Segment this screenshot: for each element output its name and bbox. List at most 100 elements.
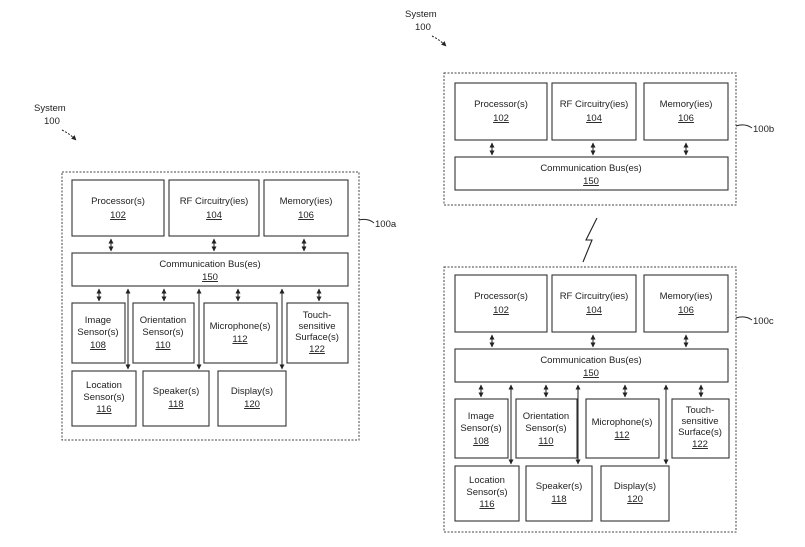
svg-text:120: 120 (627, 494, 643, 505)
svg-text:Surface(s): Surface(s) (678, 427, 722, 438)
svg-text:118: 118 (551, 494, 566, 505)
svg-text:RF Circuitry(ies): RF Circuitry(ies) (560, 291, 629, 302)
svg-text:Processor(s): Processor(s) (91, 196, 145, 207)
svg-text:104: 104 (206, 210, 222, 221)
svg-text:104: 104 (586, 113, 602, 124)
svg-text:102: 102 (493, 305, 509, 316)
svg-text:Speaker(s): Speaker(s) (536, 481, 582, 492)
svg-text:Processor(s): Processor(s) (474, 291, 528, 302)
svg-text:150: 150 (202, 272, 218, 283)
image-sensor-box: Image Sensor(s) 108 (71, 302, 126, 364)
communication-bus-box: Communication Bus(es) 150 (71, 252, 349, 287)
processor-box: Processor(s) 102 (454, 274, 548, 333)
image-sensor-box: Image Sensor(s) 108 (454, 398, 509, 459)
system-100b: 100b Processor(s) 102 RF Circuitry(ies) … (443, 72, 774, 206)
svg-text:Orientation: Orientation (523, 411, 569, 422)
svg-text:120: 120 (244, 399, 260, 410)
location-sensor-box: Location Sensor(s) 116 (71, 370, 137, 427)
svg-text:Image: Image (468, 411, 494, 422)
svg-text:106: 106 (678, 305, 694, 316)
system-100c-boundary (443, 266, 737, 533)
svg-text:Display(s): Display(s) (614, 481, 656, 492)
svg-text:sensitive: sensitive (682, 416, 719, 427)
svg-text:Orientation: Orientation (140, 315, 186, 326)
system-100c: 100c Processor(s) 102 RF Circuitry(ies) … (443, 266, 774, 533)
svg-text:Speaker(s): Speaker(s) (153, 386, 199, 397)
svg-text:Surface(s): Surface(s) (295, 332, 339, 343)
svg-text:110: 110 (538, 436, 553, 447)
svg-text:118: 118 (168, 399, 183, 410)
svg-text:Sensor(s): Sensor(s) (142, 327, 183, 338)
svg-text:Sensor(s): Sensor(s) (77, 327, 118, 338)
memory-box: Memory(ies) 106 (263, 179, 349, 237)
svg-text:Microphone(s): Microphone(s) (592, 417, 653, 428)
svg-text:Touch-: Touch- (686, 405, 715, 416)
system-100c-leader (735, 316, 753, 321)
svg-text:Processor(s): Processor(s) (474, 99, 528, 110)
svg-text:Sensor(s): Sensor(s) (83, 392, 124, 403)
processor-box: Processor(s) 102 (71, 179, 165, 237)
svg-text:106: 106 (298, 210, 314, 221)
svg-text:RF Circuitry(ies): RF Circuitry(ies) (560, 99, 629, 110)
system-100c-ref: 100c (753, 316, 774, 327)
svg-text:Memory(ies): Memory(ies) (660, 99, 713, 110)
svg-text:102: 102 (493, 113, 509, 124)
location-sensor-box: Location Sensor(s) 116 (454, 465, 520, 522)
microphone-box: Microphone(s) 112 (585, 398, 660, 459)
svg-text:108: 108 (473, 436, 489, 447)
touch-surface-box: Touch- sensitive Surface(s) 122 (286, 302, 349, 364)
communication-bus-box: Communication Bus(es) 150 (454, 156, 729, 191)
svg-text:100: 100 (415, 22, 431, 33)
system-100b-boundary (443, 72, 737, 206)
svg-text:112: 112 (614, 430, 629, 441)
svg-text:Image: Image (85, 315, 111, 326)
left-system-label: System 100 (34, 103, 77, 141)
top-system-label: System 100 (405, 9, 447, 47)
display-box: Display(s) 120 (217, 370, 287, 427)
svg-text:sensitive: sensitive (299, 321, 336, 332)
orientation-sensor-box: Orientation Sensor(s) 110 (515, 398, 578, 459)
system-100a-leader (358, 218, 375, 224)
memory-box: Memory(ies) 106 (643, 82, 729, 141)
orientation-sensor-box: Orientation Sensor(s) 110 (132, 302, 195, 364)
svg-text:112: 112 (232, 334, 247, 345)
microphone-box: Microphone(s) 112 (203, 302, 278, 364)
svg-text:122: 122 (309, 344, 325, 355)
system-100a: 100a Processor(s) 102 RF Circuitry(ies) … (61, 171, 397, 441)
speaker-box: Speaker(s) 118 (142, 370, 210, 427)
svg-text:Communication Bus(es): Communication Bus(es) (540, 163, 641, 174)
svg-text:Display(s): Display(s) (231, 386, 273, 397)
rf-circuitry-box: RF Circuitry(ies) 104 (168, 179, 260, 237)
system-100b-ref: 100b (753, 124, 774, 135)
svg-text:Location: Location (86, 380, 122, 391)
touch-surface-box: Touch- sensitive Surface(s) 122 (671, 398, 730, 459)
svg-text:Communication Bus(es): Communication Bus(es) (159, 259, 260, 270)
system-100a-ref: 100a (375, 219, 397, 230)
svg-text:122: 122 (692, 439, 708, 450)
svg-text:Memory(ies): Memory(ies) (280, 196, 333, 207)
svg-text:Sensor(s): Sensor(s) (460, 423, 501, 434)
svg-text:Microphone(s): Microphone(s) (210, 321, 271, 332)
svg-text:System: System (34, 103, 66, 114)
system-100a-boundary (61, 171, 360, 441)
system-100b-leader (735, 124, 753, 129)
svg-text:108: 108 (90, 340, 106, 351)
svg-text:116: 116 (479, 499, 494, 510)
rf-circuitry-box: RF Circuitry(ies) 104 (551, 82, 637, 141)
svg-text:Memory(ies): Memory(ies) (660, 291, 713, 302)
svg-text:100: 100 (44, 116, 60, 127)
communication-bus-box: Communication Bus(es) 150 (454, 348, 729, 383)
svg-text:Communication Bus(es): Communication Bus(es) (540, 355, 641, 366)
svg-text:System: System (405, 9, 437, 20)
rf-circuitry-box: RF Circuitry(ies) 104 (551, 274, 637, 333)
svg-text:102: 102 (110, 210, 126, 221)
svg-text:Sensor(s): Sensor(s) (525, 423, 566, 434)
display-box: Display(s) 120 (600, 465, 670, 522)
svg-text:150: 150 (583, 176, 599, 187)
svg-text:Sensor(s): Sensor(s) (466, 487, 507, 498)
svg-text:Location: Location (469, 475, 505, 486)
svg-text:106: 106 (678, 113, 694, 124)
processor-box: Processor(s) 102 (454, 82, 548, 141)
svg-text:150: 150 (583, 368, 599, 379)
